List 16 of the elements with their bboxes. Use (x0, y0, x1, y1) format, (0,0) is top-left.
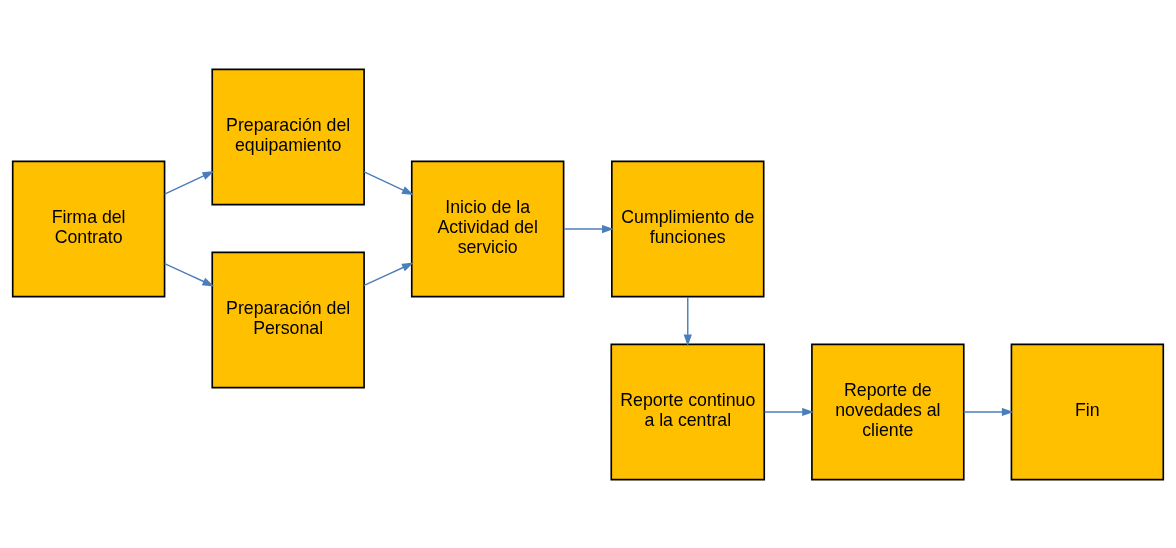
node-box: Inicio de la Actividad del servicio (410, 160, 565, 297)
node-box: Fin (1010, 343, 1165, 480)
arrow (683, 295, 692, 346)
arrow (563, 224, 614, 233)
arrow (163, 262, 215, 286)
node-box: Reporte continuo a la central (610, 343, 766, 480)
node-box: Preparación del equipamiento (211, 68, 365, 205)
arrow (363, 262, 414, 286)
arrow (363, 170, 414, 195)
arrow (763, 407, 814, 416)
arrow (963, 407, 1014, 416)
node-box: Cumplimiento de funciones (611, 160, 765, 297)
node-box: Preparación del Personal (211, 251, 365, 388)
node-box: Firma del Contrato (11, 160, 166, 297)
arrow (163, 170, 215, 195)
node-box: Reporte de novedades al cliente (811, 343, 965, 480)
